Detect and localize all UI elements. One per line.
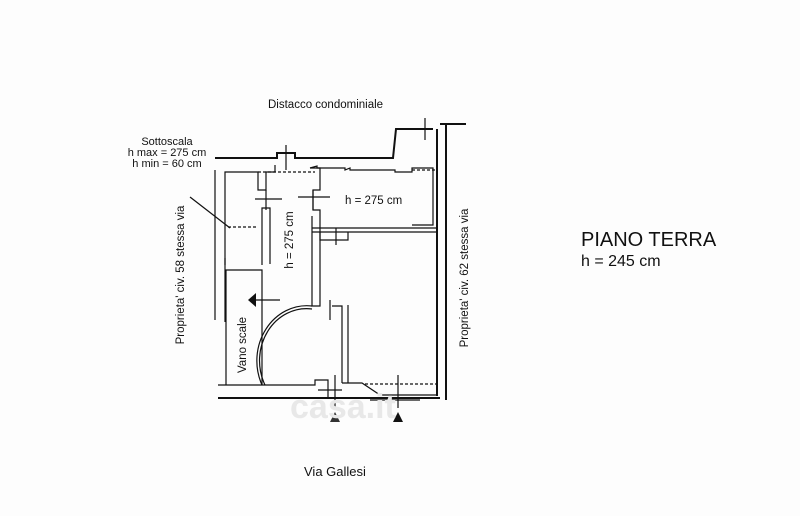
corridor-height: h = 275 cm [284,211,296,268]
under-stairs-name: Sottoscala [141,136,193,148]
floor-height: h = 245 cm [581,253,661,270]
under-stairs-hmin: h min = 60 cm [132,158,201,170]
left-neighbor: Proprieta' civ. 58 stessa via [175,205,187,344]
room-height: h = 275 cm [345,195,402,207]
right-neighbor: Proprieta' civ. 62 stessa via [459,208,471,347]
entrance-arrow-icon [393,412,403,422]
street-label: Via Gallesi [304,464,366,479]
stair-label: Vano scale [237,317,249,373]
under-stairs-hmax: h max = 275 cm [128,147,207,159]
entrance-arrow-icon [248,293,256,307]
walls [189,118,466,408]
top-label: Distacco condominiale [268,99,383,111]
entrance-arrows [248,293,403,422]
watermark: casa.it [290,388,396,426]
entrance-arrow-icon [330,412,340,422]
page-title: PIANO TERRA [581,229,717,251]
